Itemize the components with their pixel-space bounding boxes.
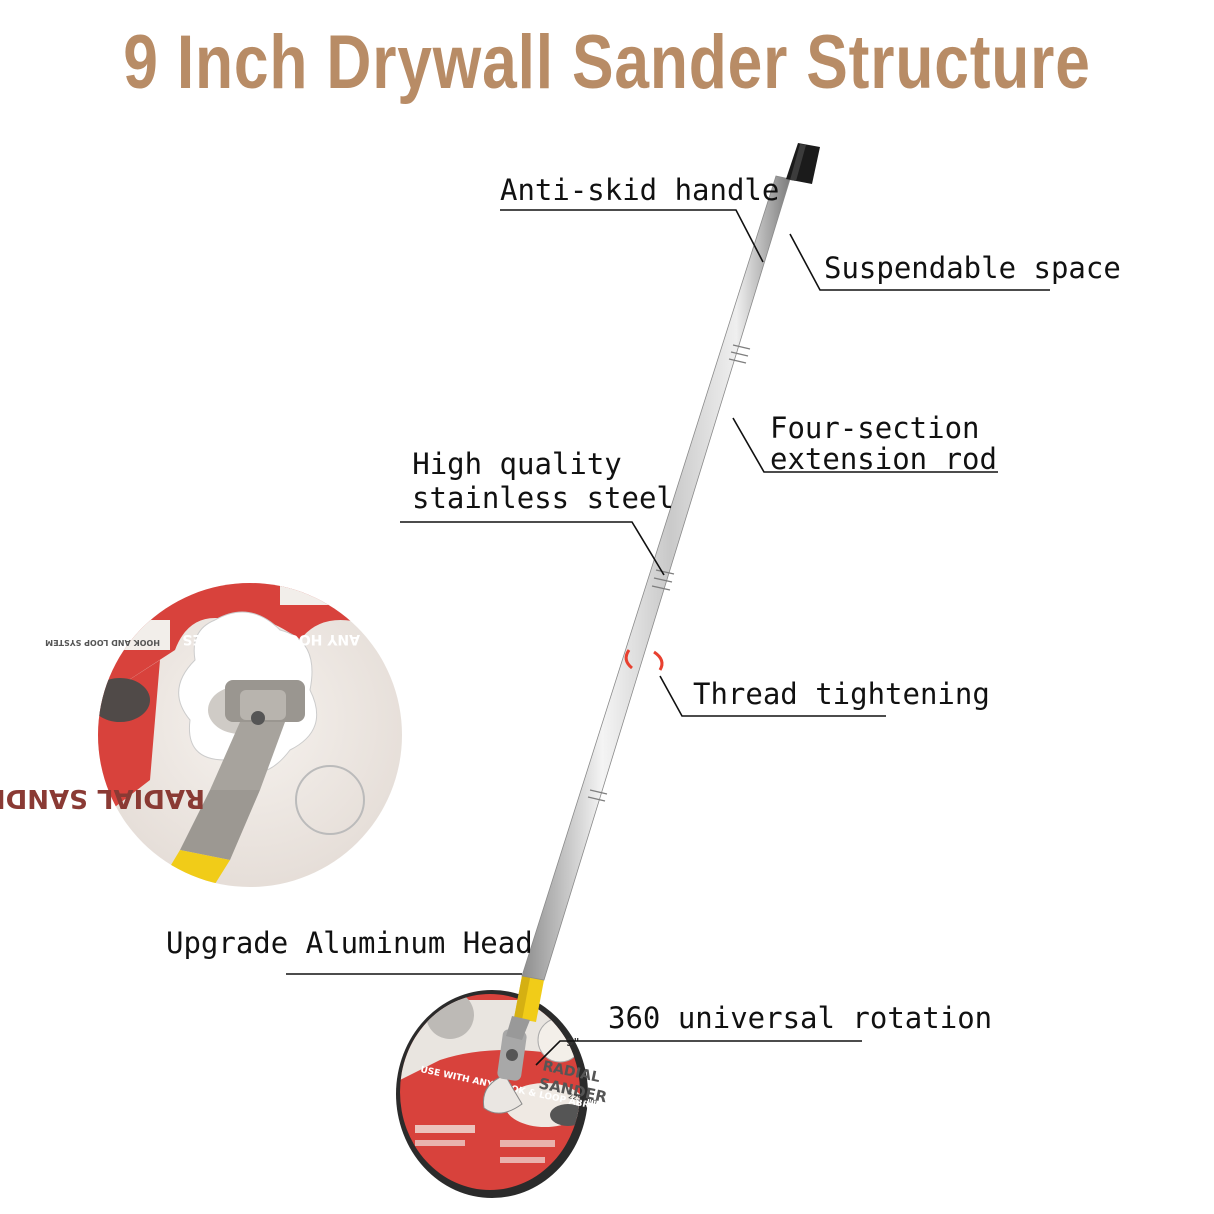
label-four-section-line2: extension rod bbox=[770, 442, 997, 476]
label-stainless-line2: stainless steel bbox=[412, 481, 674, 515]
label-thread-tightening: Thread tightening bbox=[693, 677, 990, 711]
yellow-neck bbox=[506, 976, 544, 1040]
inset-print-hook: HOOK AND LOOP SYSTEM bbox=[45, 638, 160, 647]
detail-inset: ANY HOOK ABRASIVES HOOK AND LOOP SYSTEM … bbox=[0, 583, 402, 887]
label-suspendable-space: Suspendable space bbox=[824, 251, 1121, 285]
label-anti-skid-handle: Anti-skid handle bbox=[500, 173, 780, 207]
label-rotation: 360 universal rotation bbox=[608, 1001, 993, 1035]
pad-print-inch: 9" bbox=[566, 1036, 579, 1049]
leader-lines bbox=[286, 209, 1050, 1066]
telescopic-pole bbox=[521, 143, 820, 981]
label-aluminum-head: Upgrade Aluminum Head bbox=[166, 926, 533, 960]
sanding-pad: RADIAL SANDER USE WITH ANY HOOK & LOOP A… bbox=[396, 990, 626, 1198]
label-four-section-line1: Four-section bbox=[770, 411, 980, 445]
inset-print-abrasives: ANY HOOK ABRASIVES bbox=[182, 631, 360, 647]
page-title: 9 Inch Drywall Sander Structure bbox=[123, 20, 1091, 105]
thread-arrows-icon bbox=[624, 649, 664, 671]
label-stainless-line1: High quality bbox=[412, 447, 622, 481]
inset-print-brand: RADIAL SANDER bbox=[0, 783, 205, 813]
